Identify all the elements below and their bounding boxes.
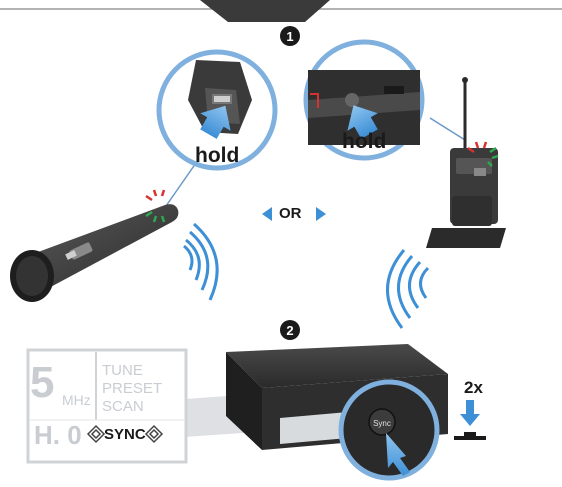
handheld-microphone [10, 140, 212, 302]
display-frequency-digit: 5 [30, 358, 55, 408]
display-menu-scan: SCAN [102, 398, 144, 415]
sync-button-label: Sync [373, 419, 391, 428]
press-count-label: 2x [464, 378, 483, 398]
step-2-marker: 2 [280, 320, 300, 340]
step-1-marker: 1 [280, 26, 300, 46]
svg-text:1: 1 [286, 29, 293, 44]
hold-label-bodypack: hold [342, 130, 386, 154]
bodypack-transmitter [426, 77, 506, 248]
display-menu-tune: TUNE [102, 362, 143, 379]
display-channel: H. 0 [34, 420, 82, 451]
or-label: OR [279, 205, 302, 222]
top-device-edge [0, 0, 562, 22]
handheld-radio-waves [184, 224, 217, 300]
bodypack-radio-waves [387, 250, 428, 328]
receiver-zoom-circle: Sync [341, 382, 437, 478]
display-menu-preset: PRESET [102, 380, 162, 397]
press-icon [454, 400, 486, 440]
svg-text:2: 2 [286, 323, 293, 338]
display-sync-indicator: SYNC [104, 426, 146, 443]
display-frequency-unit: MHz [62, 392, 91, 408]
hold-label-handheld: hold [195, 144, 239, 168]
